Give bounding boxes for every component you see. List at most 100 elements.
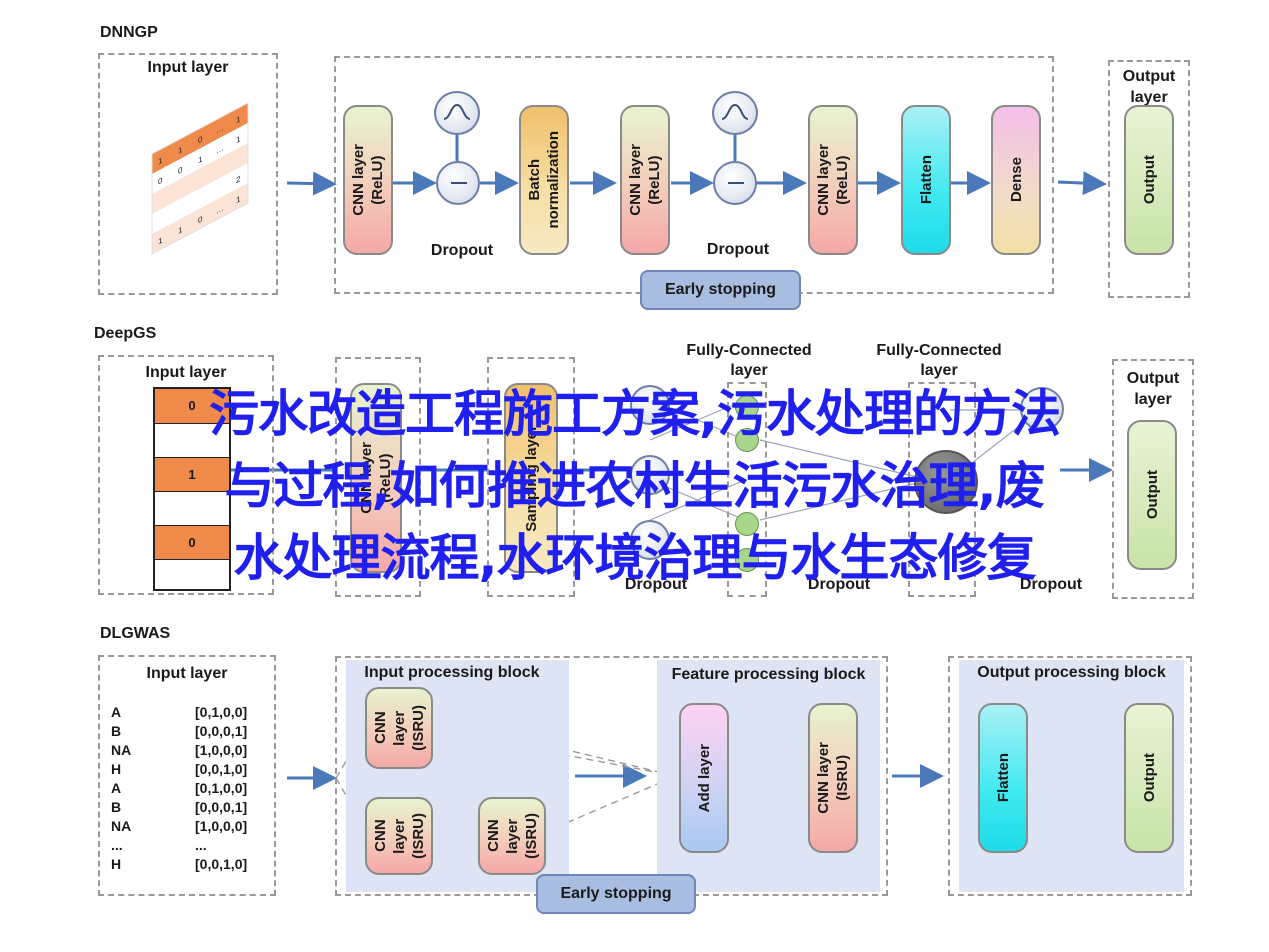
dlgwas-input-label: Input layer xyxy=(146,665,228,682)
encoding-base: H xyxy=(111,856,122,872)
neuron-node-icon xyxy=(630,520,670,560)
deepgs-fc-layer-2-label: Fully-Connected layer xyxy=(876,342,1002,379)
deepgs-fc1-box xyxy=(727,382,767,597)
deepgs-cnn-box xyxy=(335,357,421,597)
feature-processing-block-label: Feature processing block xyxy=(671,666,866,683)
dnngp-dropout-2-label: Dropout xyxy=(706,241,770,258)
deepgs-sampling-layer: Sampling layer xyxy=(504,383,558,573)
encoding-row: ...... xyxy=(111,836,271,855)
dlgwas-cnn-isru-3: CNN layer (ISRU) xyxy=(478,797,546,875)
svg-text:1: 1 xyxy=(158,235,163,247)
deepgs-dropout-2-label: Dropout xyxy=(807,576,871,593)
section-title-dlgwas: DLGWAS xyxy=(100,625,171,642)
dropout-activation-icon xyxy=(712,91,758,135)
svg-text:2: 2 xyxy=(236,173,241,185)
dnngp-input-label: Input layer xyxy=(147,59,229,76)
dnngp-dense-label: Dense xyxy=(1007,157,1025,203)
encoding-base: NA xyxy=(111,742,132,758)
deepgs-output-box xyxy=(1112,359,1194,599)
encoding-code: ... xyxy=(195,837,207,853)
grid-cell xyxy=(155,492,229,526)
svg-text:1: 1 xyxy=(236,193,241,205)
dlgwas-cnn-isru-3-label: CNN layer (ISRU) xyxy=(484,813,540,859)
dlgwas-flatten: Flatten xyxy=(978,703,1028,853)
dnngp-output-label: Output xyxy=(1140,155,1158,205)
deepgs-output: Output xyxy=(1127,420,1177,570)
encoding-row: NA [1,0,0,0] xyxy=(111,741,271,760)
dlgwas-add-layer-label: Add layer xyxy=(695,743,713,813)
dnngp-flatten: Flatten xyxy=(901,105,951,255)
dnngp-cnn-layer-2: CNN layer (ReLU) xyxy=(620,105,670,255)
dnngp-cnn-layer-1-label: CNN layer (ReLU) xyxy=(350,144,386,216)
overlay-line-3: 水处理流程,水环境治理与水生态修复 xyxy=(233,529,1037,587)
dnngp-cnn-layer-2-label: CNN layer (ReLU) xyxy=(627,144,663,216)
dlgwas-input-box xyxy=(98,655,276,896)
dnngp-cnn-layer-3-label: CNN layer (ReLU) xyxy=(815,144,851,216)
section-title-dnngp: DNNGP xyxy=(100,24,158,41)
svg-text:1: 1 xyxy=(198,154,203,166)
encoding-code: [1,0,0,0] xyxy=(195,818,248,834)
dlgwas-flatten-label: Flatten xyxy=(994,753,1012,803)
dlgwas-output-label: Output xyxy=(1140,753,1158,803)
svg-text:1: 1 xyxy=(236,133,241,145)
encoding-base: A xyxy=(111,704,122,720)
dlgwas-cnn-isru-1: CNN layer (ISRU) xyxy=(365,687,433,769)
svg-text:…: … xyxy=(216,142,224,156)
dnngp-output: Output xyxy=(1124,105,1174,255)
grid-cell xyxy=(155,424,229,458)
output-processing-block-label: Output processing block xyxy=(977,664,1166,681)
deepgs-dropout-1-label: Dropout xyxy=(624,576,688,593)
dnngp-flatten-label: Flatten xyxy=(917,155,935,205)
svg-text:1: 1 xyxy=(236,113,241,125)
encoding-base: A xyxy=(111,780,122,796)
dlgwas-output-box xyxy=(948,656,1192,896)
svg-text:0: 0 xyxy=(198,214,203,226)
grid-cell: 0 xyxy=(155,526,229,560)
encoding-row: B[0,0,0,1] xyxy=(111,722,271,741)
dlgwas-cnn-isru-2-label: CNN layer (ISRU) xyxy=(371,813,427,859)
overlay-line-1: 污水改造工程施工方案,污水处理的方法 xyxy=(209,385,1061,443)
neuron-node-icon xyxy=(630,455,670,495)
encoding-row: B[0,0,0,1] xyxy=(111,798,271,817)
dnngp-arrows xyxy=(286,171,1107,196)
dnngp-cnn-layer-3: CNN layer (ReLU) xyxy=(808,105,858,255)
svg-text:1: 1 xyxy=(178,224,183,236)
deepgs-input-label: Input layer xyxy=(145,364,227,381)
encoding-row: NA [1,0,0,0] xyxy=(111,817,271,836)
neuron-node-icon xyxy=(735,428,759,452)
dropout-activation-icon xyxy=(434,91,480,135)
dlgwas-encoding-table: A[0,1,0,0]B[0,0,0,1]NA[1,0,0,0]H[0,0,1,0… xyxy=(111,703,271,874)
dlgwas-add-layer: Add layer xyxy=(679,703,729,853)
dnngp-dropout-1-label: Dropout xyxy=(430,242,494,259)
dnngp-input-box xyxy=(98,53,278,295)
dnngp-batch-normalization: Batch normalization xyxy=(519,105,569,255)
neuron-node-icon xyxy=(735,548,759,572)
encoding-row: A [0,1,0,0] xyxy=(111,779,271,798)
dlgwas-cnn-isru-1-label: CNN layer (ISRU) xyxy=(371,705,427,751)
dnngp-batch-normalization-label: Batch normalization xyxy=(526,131,562,229)
input-processing-block-label: Input processing block xyxy=(364,664,540,681)
dropout-node-icon xyxy=(713,161,757,205)
neuron-node-icon xyxy=(1020,387,1064,431)
deepgs-dropout-3-label: Dropout xyxy=(1019,576,1083,593)
encoding-base: NA xyxy=(111,818,132,834)
arrow xyxy=(286,171,337,196)
overlay-line-2: 与过程,如何推进农村生活污水治理,废 xyxy=(224,457,1046,515)
encoding-code: [1,0,0,0] xyxy=(195,742,248,758)
deepgs-fc-layer-1-label: Fully-Connected layer xyxy=(686,342,812,379)
neuron-node-icon xyxy=(914,450,978,514)
encoding-row: H[0,0,1,0] xyxy=(111,760,271,779)
svg-text:0: 0 xyxy=(178,164,183,176)
encoding-code: [0,1,0,0] xyxy=(195,704,248,720)
dnngp-dropout-stems xyxy=(455,134,737,161)
deepgs-sampling-box xyxy=(487,357,575,597)
dlgwas-early-stopping: Early stopping xyxy=(536,874,696,914)
encoding-base: B xyxy=(111,799,122,815)
encoding-code: [0,0,1,0] xyxy=(195,761,248,777)
encoding-row: H[0,0,1,0] xyxy=(111,855,271,874)
encoding-base: B xyxy=(111,723,122,739)
encoding-code: [0,1,0,0] xyxy=(195,780,248,796)
neuron-node-icon xyxy=(630,385,670,425)
dnngp-output-box xyxy=(1108,60,1190,298)
